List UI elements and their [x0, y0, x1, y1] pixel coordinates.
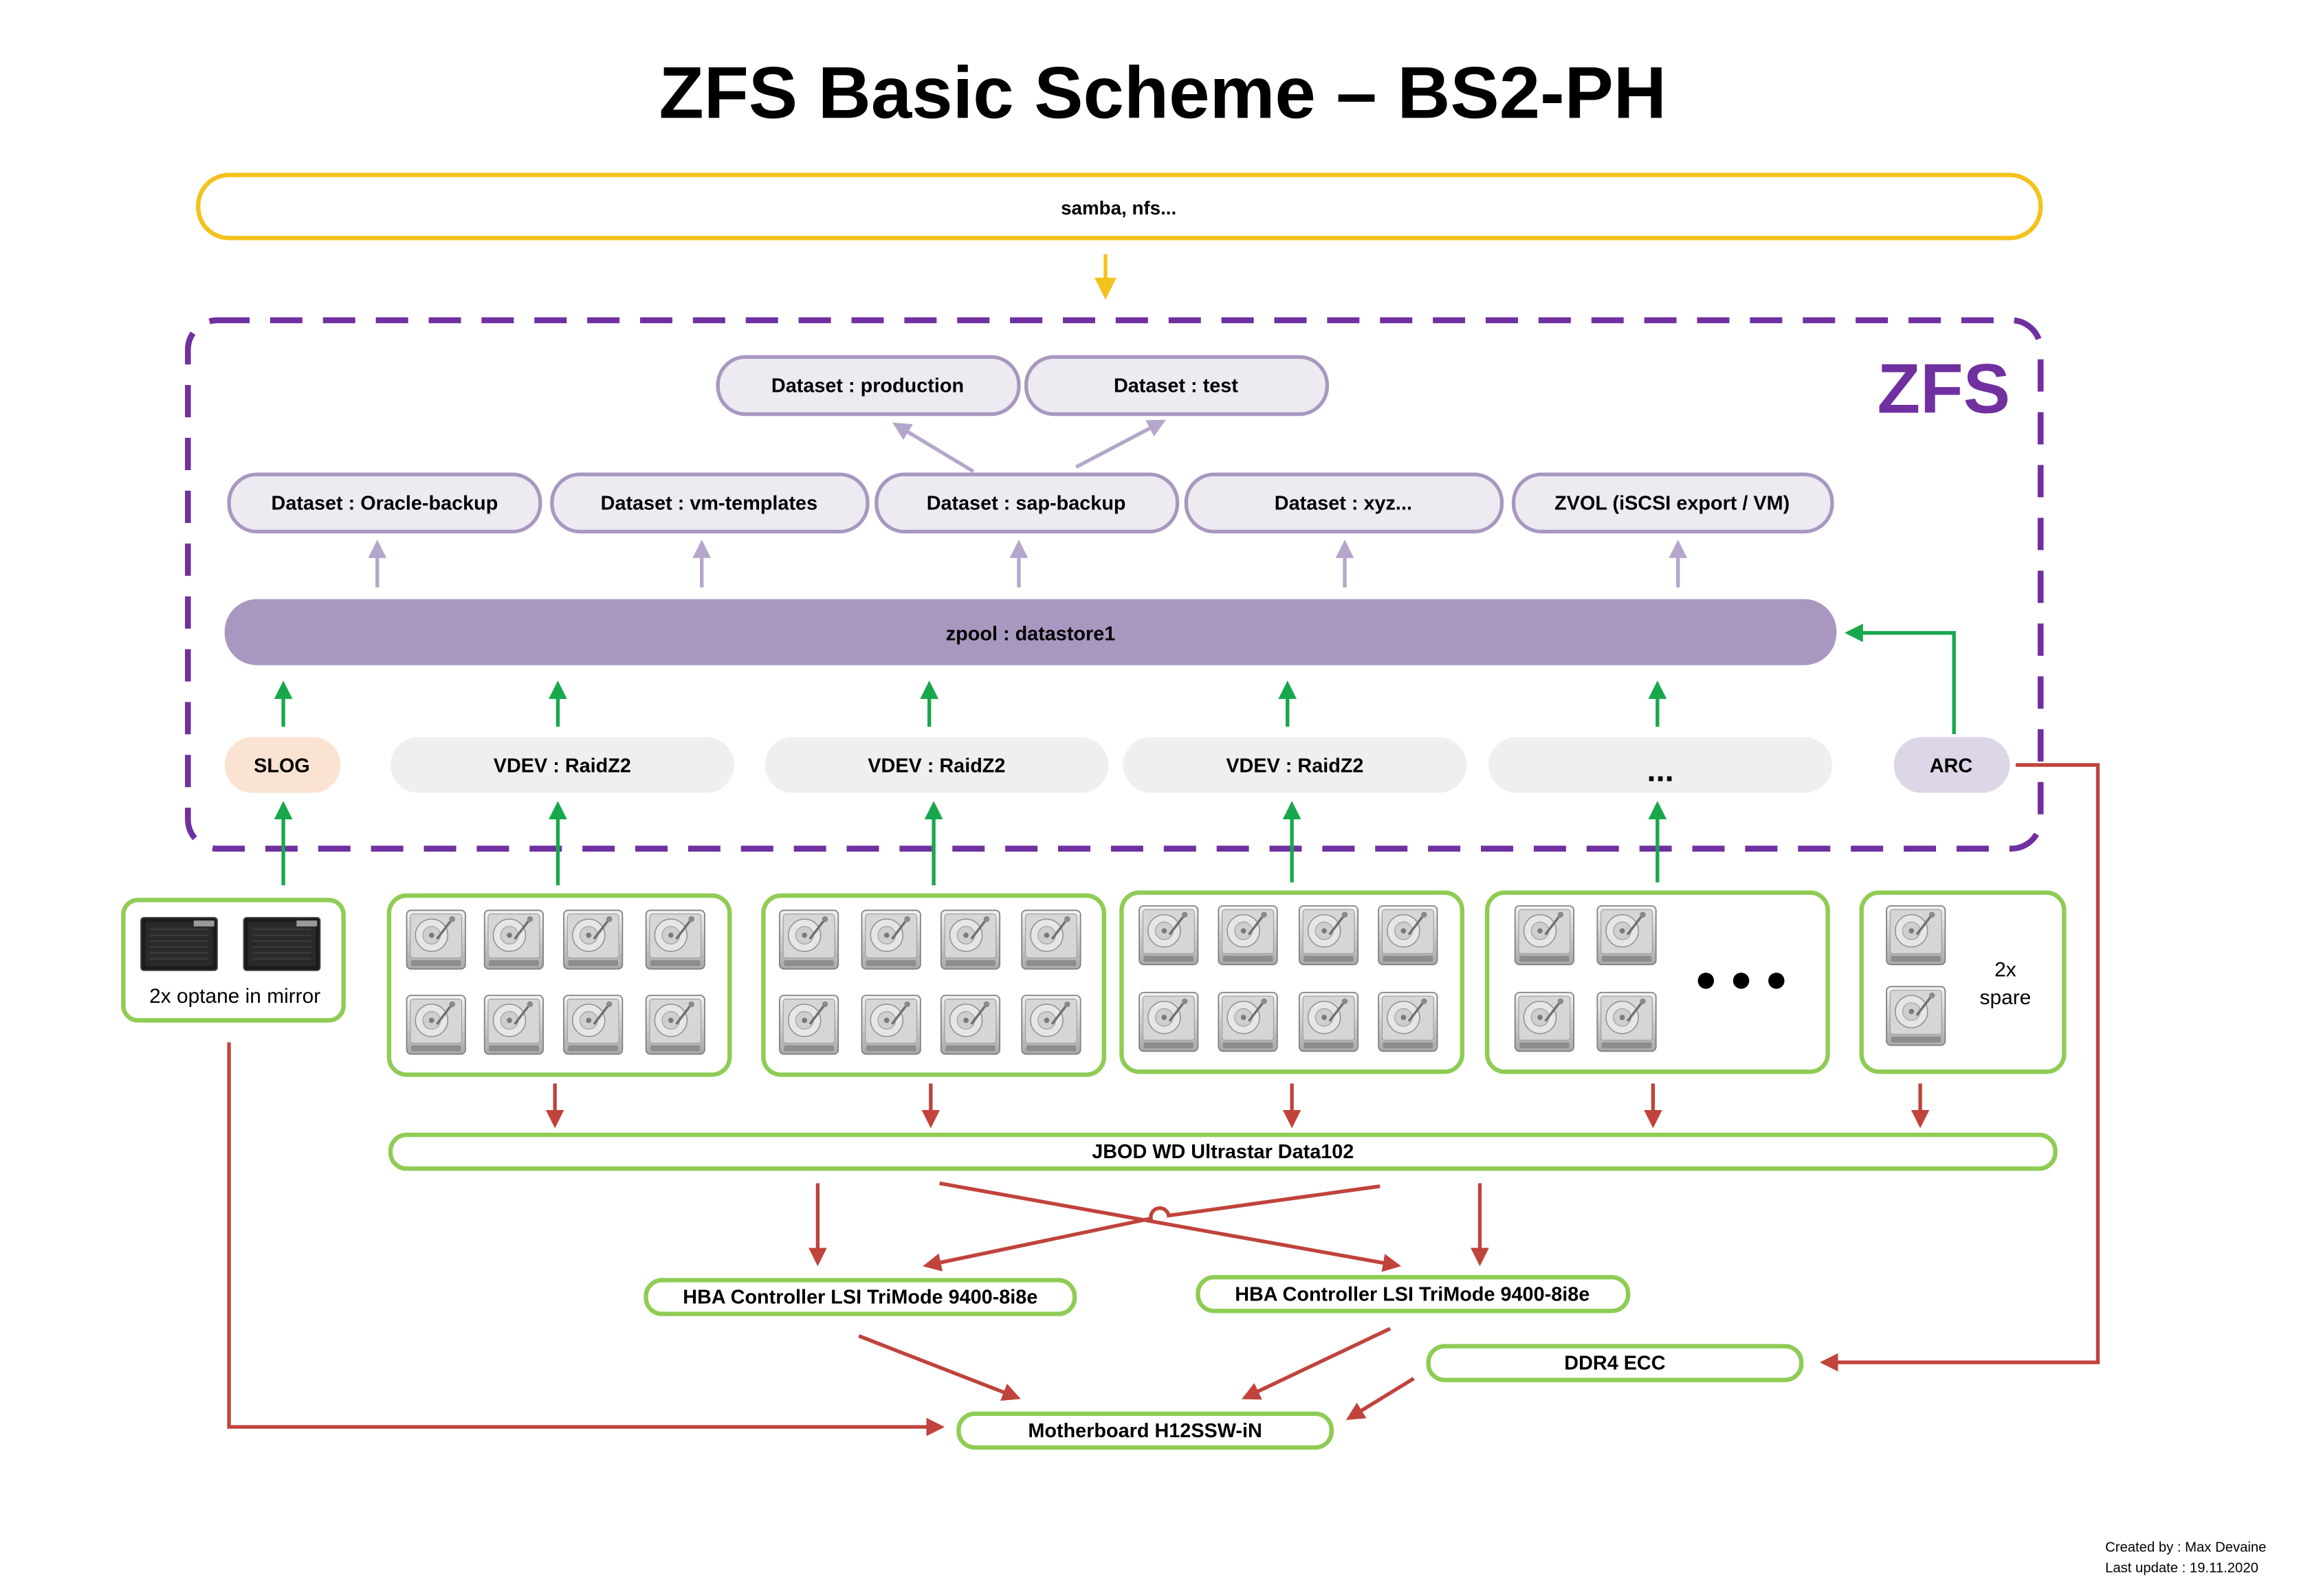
to-motherboard-arrows [227, 763, 2100, 1437]
disk-group-1 [386, 893, 732, 1077]
hdd-icon [562, 909, 624, 971]
dataset-sap-backup: Dataset : sap-backup [874, 472, 1180, 534]
hdd-icon [1885, 985, 1947, 1047]
top-dataset-production: Dataset : production [716, 355, 1021, 417]
jbod: JBOD WD Ultrastar Data102 [388, 1132, 2058, 1171]
hdd-icon [1217, 991, 1279, 1053]
hdd-icon [1138, 991, 1200, 1053]
jbod-to-hba-arrows [808, 1181, 1489, 1272]
hdd-icon [778, 994, 840, 1056]
hdd-icon [860, 909, 922, 971]
zfs-label: ZFS [1877, 348, 2010, 428]
disk-group-3 [1119, 890, 1465, 1074]
spare-count: 2x [1994, 958, 2016, 981]
hba-controller-1: HBA Controller LSI TriMode 9400-8i8e [644, 1278, 1077, 1316]
hba-label: HBA Controller LSI TriMode 9400-8i8e [683, 1287, 1037, 1309]
footer: Created by : Max Devaine Last update : 1… [2105, 1540, 2266, 1576]
vdev-label: VDEV : RaidZ2 [494, 755, 631, 777]
footer-last-update: Last update : 19.11.2020 [2105, 1560, 2258, 1575]
dataset-label: ZVOL (iSCSI export / VM) [1554, 492, 1790, 514]
hdd-icon [860, 994, 922, 1056]
zpool: zpool : datastore1 [224, 599, 1837, 665]
top-dataset-label: Dataset : production [771, 375, 964, 397]
hdd-icon [1514, 991, 1575, 1053]
hdd-icon [483, 909, 544, 971]
vdev-label: VDEV : RaidZ2 [1226, 755, 1363, 777]
hdd-icon [405, 909, 467, 971]
protocol-label: samba, nfs... [1061, 197, 1176, 219]
disks-to-jbod-arrows [545, 1083, 1930, 1129]
dataset-oracle-backup: Dataset : Oracle-backup [227, 472, 542, 534]
ssd-icon [243, 916, 321, 971]
slog: SLOG [224, 737, 341, 793]
protocol-bar [196, 173, 2043, 241]
protocol-layer: samba, nfs... [196, 173, 2043, 241]
hdd-icon [644, 994, 706, 1056]
top-dataset-test: Dataset : test [1024, 355, 1330, 417]
jbod-label: JBOD WD Ultrastar Data102 [1092, 1141, 1354, 1163]
ram-label: DDR4 ECC [1564, 1353, 1665, 1375]
dataset-zvol: ZVOL (iSCSI export / VM) [1511, 472, 1834, 534]
hdd-icon [1377, 991, 1439, 1053]
hdd-icon [1298, 991, 1359, 1053]
hdd-icon [483, 994, 544, 1056]
vdev-label: VDEV : RaidZ2 [868, 755, 1005, 777]
hdd-icon [940, 994, 1001, 1056]
hdd-icon [1514, 905, 1575, 966]
vdev-1: VDEV : RaidZ2 [390, 737, 734, 793]
arc-label: ARC [1930, 755, 1973, 777]
zpool-label: zpool : datastore1 [946, 623, 1116, 645]
hdd-icon [1138, 905, 1200, 966]
hdd-icon [1377, 905, 1439, 966]
vdev-to-zpool-arrows [274, 680, 1667, 727]
dataset-label: Dataset : sap-backup [927, 492, 1126, 514]
hdd-icon [405, 994, 467, 1056]
more-dots-icon [1697, 973, 1785, 989]
spare-group: 2x spare [1859, 890, 2067, 1074]
hba-controller-2: HBA Controller LSI TriMode 9400-8i8e [1196, 1274, 1631, 1314]
ssd-icon [140, 916, 219, 971]
vdev-label: ... [1647, 751, 1674, 788]
hdd-icon [1885, 905, 1947, 966]
hdd-icon [940, 909, 1001, 971]
top-dataset-label: Dataset : test [1114, 375, 1238, 397]
spare-label: spare [1980, 986, 2032, 1009]
dataset-label: Dataset : xyz... [1275, 492, 1412, 514]
hdd-icon [562, 994, 624, 1056]
hdd-icon [1298, 905, 1359, 966]
motherboard-label: Motherboard H12SSW-iN [1028, 1420, 1262, 1442]
optane-group: 2x optane in mirror [121, 898, 346, 1023]
disk-group-2 [761, 893, 1107, 1077]
disks-to-vdev-arrows [274, 801, 1667, 886]
page-title: ZFS Basic Scheme – BS2-PH [659, 51, 1666, 133]
hdd-icon [1596, 905, 1658, 966]
vdev-2: VDEV : RaidZ2 [764, 737, 1109, 793]
arc: ARC [1893, 737, 2010, 793]
hdd-icon [778, 909, 840, 971]
slog-label: SLOG [254, 755, 310, 777]
hdd-icon [1020, 909, 1082, 971]
ram-ddr4-ecc: DDR4 ECC [1426, 1344, 1804, 1382]
dataset-xyz: Dataset : xyz... [1184, 472, 1504, 534]
hdd-icon [1217, 905, 1279, 966]
vdev-more: ... [1488, 737, 1832, 793]
zpool-to-dataset-arrows [368, 540, 1688, 588]
dataset-label: Dataset : Oracle-backup [272, 492, 498, 514]
sap-to-production-arrow [892, 422, 975, 474]
hdd-icon [644, 909, 706, 971]
vdev-3: VDEV : RaidZ2 [1123, 737, 1467, 793]
dataset-vm-templates: Dataset : vm-templates [550, 472, 870, 534]
footer-created-by: Created by : Max Devaine [2105, 1540, 2266, 1555]
hdd-icon [1020, 994, 1082, 1056]
hba-label: HBA Controller LSI TriMode 9400-8i8e [1235, 1283, 1590, 1305]
arc-to-zpool-arrow [1845, 623, 1956, 735]
dataset-label: Dataset : vm-templates [601, 492, 817, 514]
zfs-boundary [185, 317, 2044, 852]
disk-group-more [1484, 890, 1830, 1074]
hdd-icon [1596, 991, 1658, 1053]
sap-to-test-arrow [1075, 419, 1166, 469]
motherboard: Motherboard H12SSW-iN [956, 1411, 1334, 1450]
optane-label: 2x optane in mirror [149, 985, 320, 1008]
